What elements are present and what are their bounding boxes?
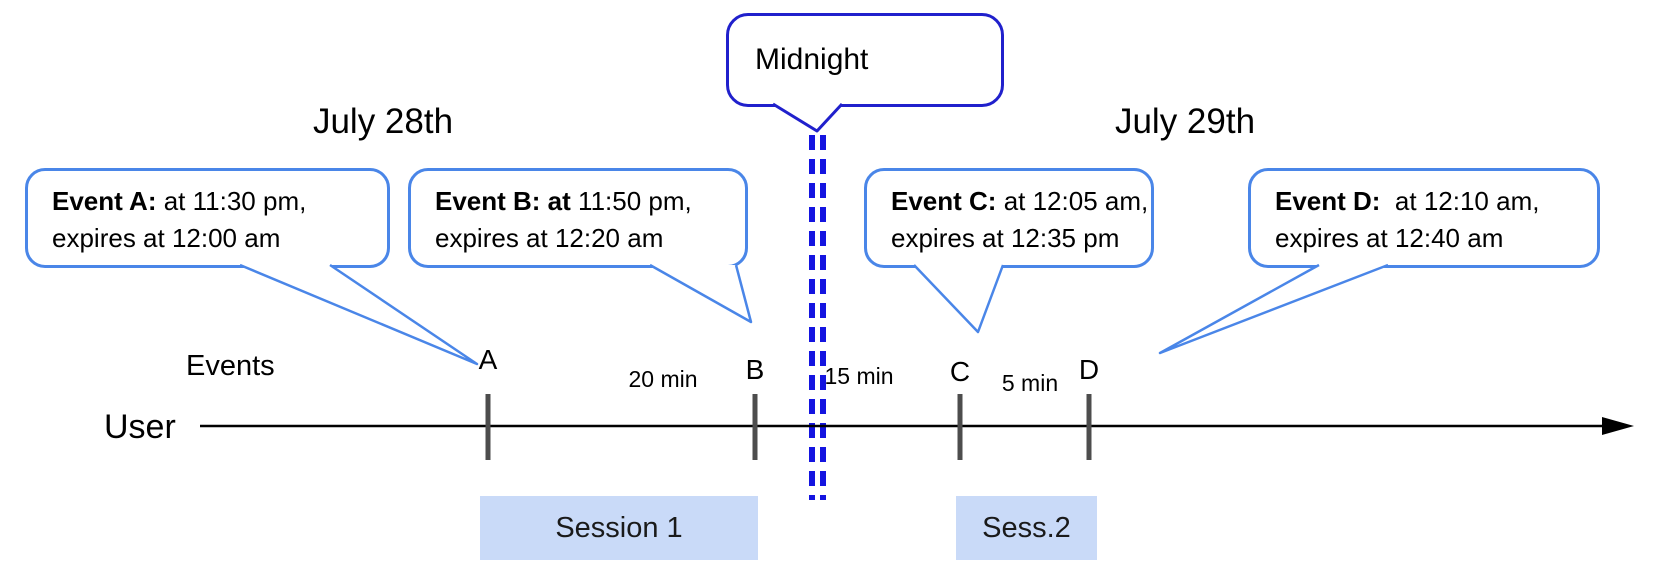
event-b-title: Event B: at xyxy=(435,186,571,216)
midnight-label: Midnight xyxy=(755,43,869,76)
event-b-line2: expires at 12:20 am xyxy=(435,223,664,253)
event-a-callout: Event A: at 11:30 pm, expires at 12:00 a… xyxy=(25,168,390,268)
event-d-line2: expires at 12:40 am xyxy=(1275,223,1504,253)
gap-label-15min: 15 min xyxy=(824,363,894,389)
tick-label-c: C xyxy=(949,356,971,387)
event-d-title: Event D: xyxy=(1275,186,1381,216)
user-label: User xyxy=(104,408,176,446)
tick-label-a: A xyxy=(478,344,498,375)
session-1-box: Session 1 xyxy=(480,496,758,560)
midnight-bubble-tail xyxy=(772,102,844,133)
date-july-29: July 29th xyxy=(1114,102,1256,141)
event-c-callout-tail xyxy=(913,264,1005,334)
event-d-line1: Event D: at 12:10 am, xyxy=(1275,183,1591,220)
event-c-line2: expires at 12:35 pm xyxy=(891,223,1120,253)
tick-label-b: B xyxy=(745,354,765,385)
event-b-time: 11:50 pm, xyxy=(570,186,692,216)
session-2-label: Sess.2 xyxy=(982,511,1071,544)
tick-label-d: D xyxy=(1078,354,1100,385)
gap-label-20min: 20 min xyxy=(628,366,698,392)
event-c-line1: Event C: at 12:05 am, xyxy=(891,183,1149,220)
event-a-callout-tail xyxy=(239,263,479,366)
event-d-callout: Event D: at 12:10 am, expires at 12:40 a… xyxy=(1248,168,1600,268)
date-july-28: July 28th xyxy=(312,102,454,141)
event-d-callout-tail xyxy=(1158,263,1389,355)
event-a-time: at 11:30 pm, xyxy=(156,186,307,216)
event-c-title: Event C: xyxy=(891,186,997,216)
event-b-line1: Event B: at 11:50 pm, xyxy=(435,183,739,220)
event-c-time: at 12:05 am, xyxy=(996,186,1149,216)
session-2-box: Sess.2 xyxy=(956,496,1097,560)
event-b-callout-tail xyxy=(649,263,753,324)
event-a-title: Event A: xyxy=(52,186,157,216)
events-label: Events xyxy=(186,350,275,382)
event-c-callout: Event C: at 12:05 am, expires at 12:35 p… xyxy=(864,168,1154,268)
event-d-time: at 12:10 am, xyxy=(1380,186,1540,216)
event-a-line1: Event A: at 11:30 pm, xyxy=(52,183,381,220)
session-1-label: Session 1 xyxy=(555,511,683,544)
event-a-line2: expires at 12:00 am xyxy=(52,223,281,253)
event-b-callout: Event B: at 11:50 pm, expires at 12:20 a… xyxy=(408,168,748,268)
axis-arrowhead-icon xyxy=(1602,417,1634,435)
midnight-bubble: Midnight xyxy=(726,13,1004,107)
gap-label-5min: 5 min xyxy=(1001,370,1059,396)
